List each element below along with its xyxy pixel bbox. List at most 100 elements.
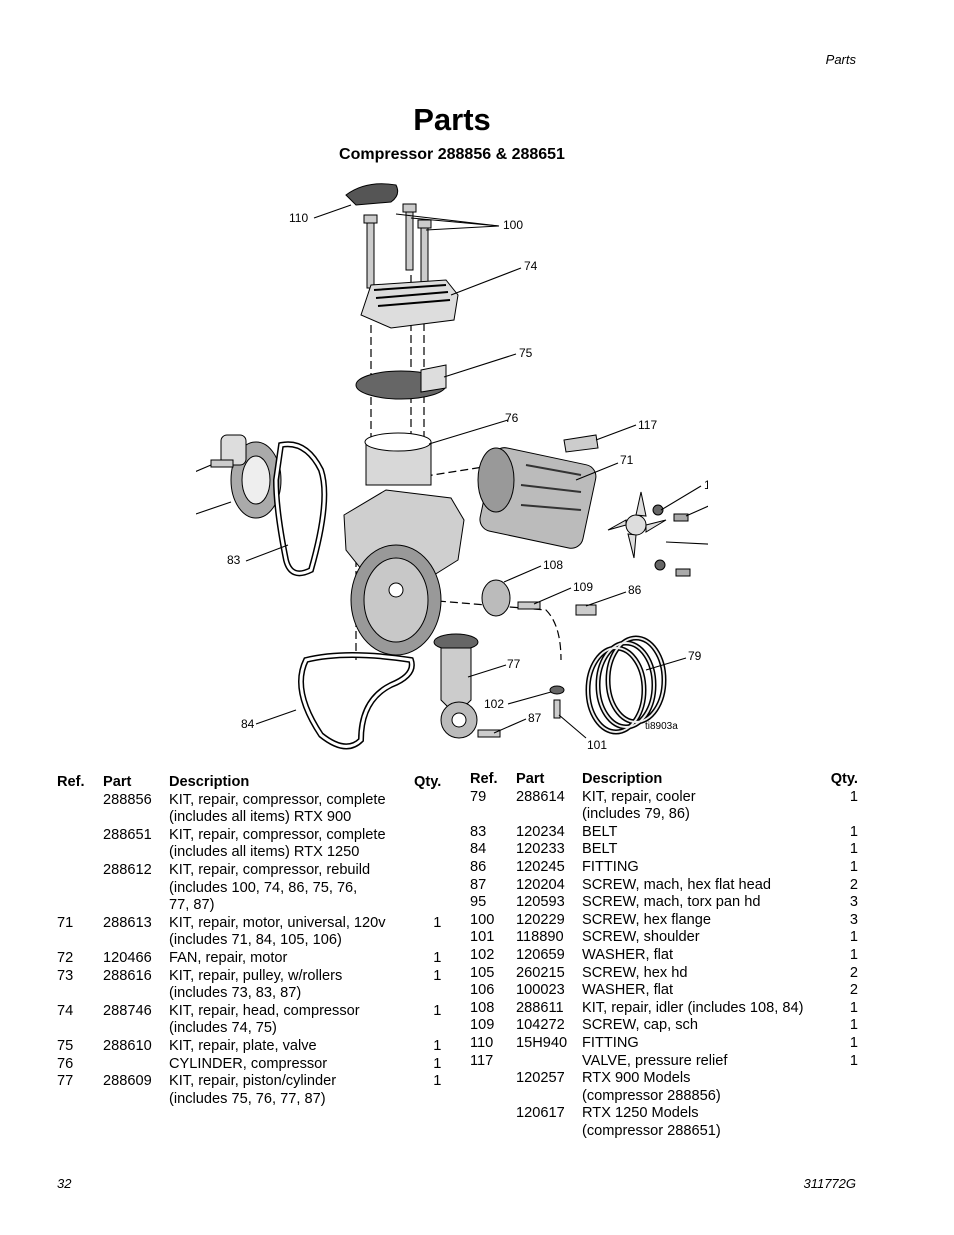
part-number-cell: 100023 (516, 982, 565, 999)
ref-cell (57, 862, 103, 915)
description-cell: FAN, repair, motor (169, 950, 414, 968)
description-line: KIT, repair, compressor, rebuild (169, 861, 371, 878)
document-number: 311772G (803, 1176, 856, 1191)
description-line: (includes all items) RTX 900 (169, 809, 352, 826)
ref-cell: 106 (470, 982, 495, 999)
ref-cell: 83 (470, 823, 487, 840)
part-number-cell: 120466 (103, 949, 152, 966)
ref-cell: 110 (470, 1034, 494, 1051)
description-cell: KIT, repair, pulley, w/rollers(includes … (169, 968, 414, 1003)
description-line: (includes all items) RTX 1250 (169, 844, 360, 861)
part-number-cell: 288746 (103, 1002, 152, 1019)
figure-id: ti8903a (645, 721, 678, 732)
ref-cell: 74 (57, 1002, 74, 1019)
description-line: 77, 87) (169, 897, 215, 914)
description-cell: WASHER, flat (582, 947, 824, 965)
col-ref-header: Ref. (57, 774, 85, 790)
qty-cell: 1 (849, 823, 858, 840)
description-cell: CYLINDER, compressor (169, 1056, 414, 1074)
section-subtitle: Compressor 288856 & 288651 (339, 146, 565, 163)
part-number-cell: 120204 (516, 876, 565, 893)
part-number-cell: 120233 (516, 841, 565, 858)
description-cell: WASHER, flat (582, 982, 824, 1000)
qty-cell (824, 1070, 858, 1105)
qty-cell: 1 (849, 999, 858, 1016)
qty-cell: 1 (433, 949, 442, 966)
qty-cell: 1 (849, 788, 858, 805)
ref-cell: 79 (470, 788, 487, 805)
description-cell: BELT (582, 841, 824, 859)
flywheel-shape (350, 544, 442, 656)
col-part-header: Part (516, 771, 545, 787)
part-number-cell: 120593 (516, 894, 565, 911)
qty-cell (414, 862, 441, 915)
description-cell: KIT, repair, idler (includes 108, 84) (582, 1000, 824, 1018)
ref-cell: 71 (57, 914, 74, 931)
description-line: KIT, repair, head, compressor (169, 1002, 360, 1019)
description-cell: FITTING (582, 1035, 824, 1053)
description-cell: BELT (582, 824, 824, 842)
qty-cell: 2 (849, 982, 858, 999)
callout-83: 83 (227, 553, 241, 567)
col-qty-header: Qty. (830, 771, 858, 787)
table-header-row: Ref. Part Description Qty. (57, 774, 441, 792)
description-cell: KIT, repair, compressor, complete(includ… (169, 827, 414, 862)
description-line: CYLINDER, compressor (169, 1055, 328, 1072)
qty-cell: 1 (433, 1073, 442, 1090)
description-line: FITTING (582, 1034, 639, 1051)
description-cell: KIT, repair, cooler(includes 79, 86) (582, 789, 824, 824)
running-header: Parts (825, 52, 856, 67)
part-number-cell: 288610 (103, 1037, 152, 1054)
qty-cell: 1 (849, 929, 858, 946)
ref-cell: 101 (470, 929, 495, 946)
part-number-cell: 104272 (516, 1017, 565, 1034)
ref-cell: 108 (470, 999, 495, 1016)
part-number-cell: 120659 (516, 946, 565, 963)
description-cell: KIT, repair, compressor, rebuild(include… (169, 862, 414, 915)
exploded-parts-diagram: 110 100 74 75 76 117 71 87 106 105 73 72… (196, 180, 708, 754)
qty-cell: 2 (849, 876, 858, 893)
ref-cell: 84 (470, 841, 487, 858)
description-line: (includes 100, 74, 86, 75, 76, (169, 879, 358, 896)
page-number: 32 (57, 1176, 72, 1191)
description-cell: SCREW, hex hd (582, 965, 824, 983)
part-number-cell: 120257 (516, 1070, 565, 1087)
description-line: BELT (582, 823, 618, 840)
qty-cell: 1 (849, 1017, 858, 1034)
callout-labels: 110 100 74 75 76 117 71 87 106 105 73 72… (227, 211, 708, 752)
callout-71: 71 (620, 453, 634, 467)
description-line: SCREW, hex hd (582, 964, 688, 981)
part-number-cell (103, 1056, 169, 1074)
part-number-cell: 120245 (516, 858, 565, 875)
qty-cell: 1 (433, 1002, 442, 1019)
callout-106: 106 (704, 478, 708, 492)
description-cell: KIT, repair, head, compressor(includes 7… (169, 1003, 414, 1038)
part-number-cell: 120617 (516, 1105, 565, 1122)
description-cell: KIT, repair, plate, valve (169, 1038, 414, 1056)
qty-cell: 1 (433, 914, 442, 931)
part-number-cell: 118890 (516, 929, 564, 946)
table-row: 87 120204 SCREW, mach, hex flat head 2 (470, 877, 858, 895)
description-line: (includes 79, 86) (582, 806, 690, 823)
description-cell: KIT, repair, piston/cylinder(includes 75… (169, 1073, 414, 1108)
table-header-row: Ref. Part Description Qty. (470, 771, 858, 789)
description-cell: SCREW, mach, hex flat head (582, 877, 824, 895)
description-line: KIT, repair, motor, universal, 120v (169, 914, 386, 931)
ref-cell: 87 (470, 876, 487, 893)
description-line: (compressor 288651) (582, 1122, 721, 1139)
qty-cell: 1 (849, 858, 858, 875)
qty-cell: 1 (849, 1052, 858, 1069)
description-cell: FITTING (582, 859, 824, 877)
description-line: KIT, repair, compressor, complete (169, 826, 386, 843)
